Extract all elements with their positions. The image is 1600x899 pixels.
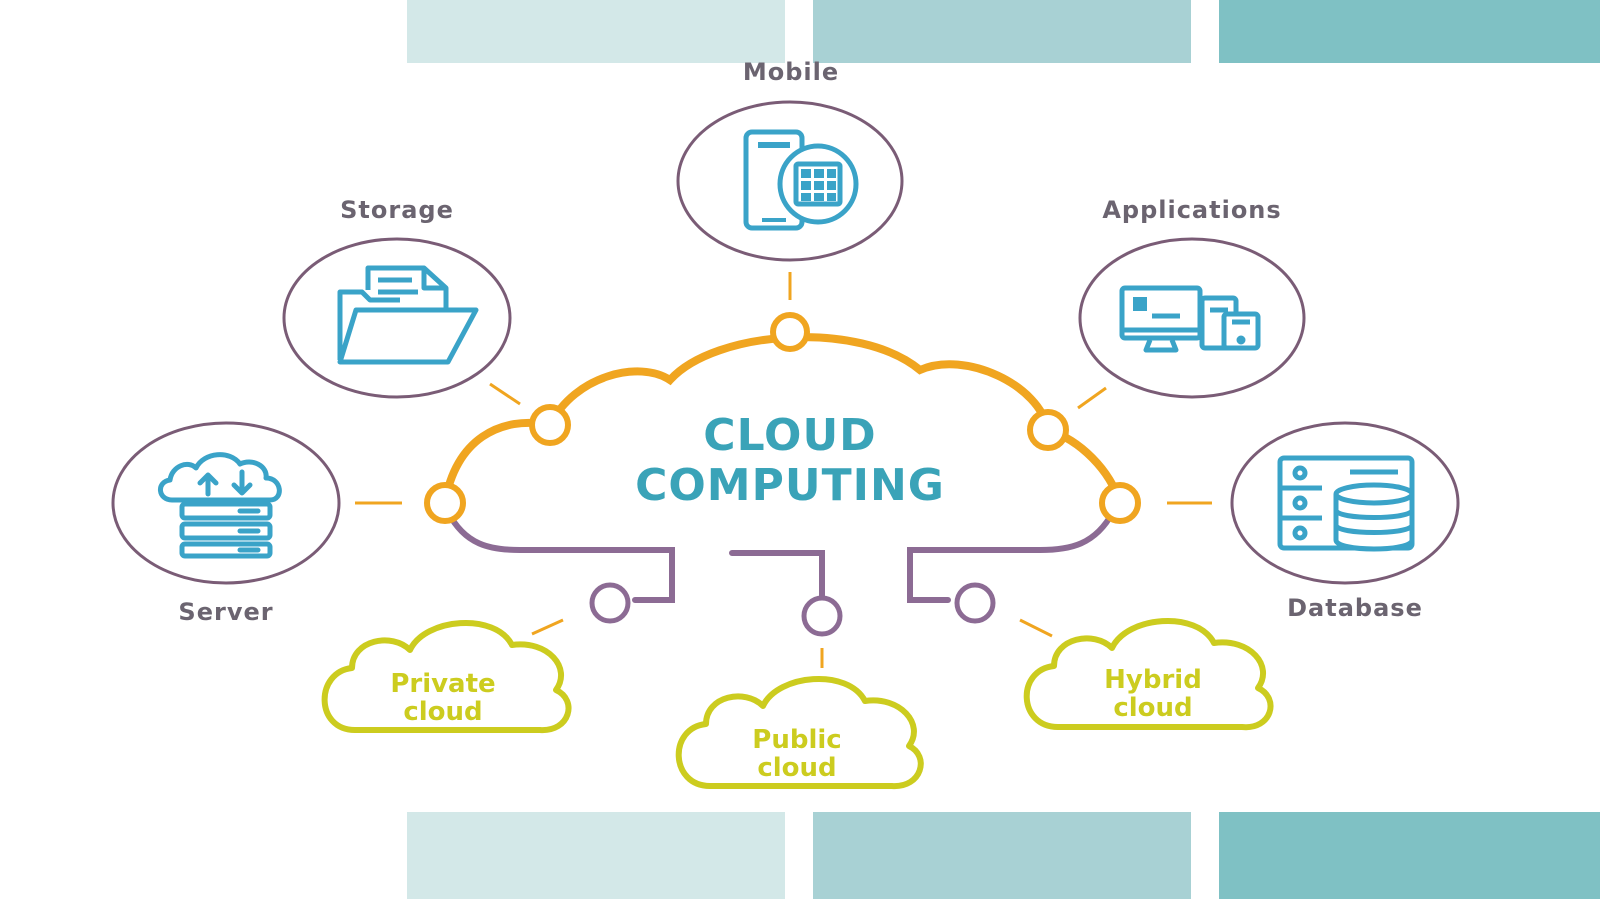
bottom-band-light — [407, 812, 785, 899]
top-band-dark — [1219, 0, 1600, 63]
tick-hybrid — [1019, 618, 1053, 638]
top-band-mid — [813, 0, 1191, 63]
folder-documents-icon — [337, 265, 479, 365]
database-icon — [1277, 455, 1415, 552]
top-band-light — [407, 0, 785, 63]
port-private — [589, 582, 631, 624]
node-label-database: Database — [1287, 594, 1423, 622]
connector-hybrid — [907, 509, 1116, 603]
cloud-type-hybrid: Hybrid cloud — [1104, 666, 1202, 722]
cloud-type-hybrid-line1: Hybrid — [1104, 665, 1202, 695]
cloud-type-private: Private cloud — [390, 670, 495, 726]
connector-public — [729, 550, 825, 601]
cloud-type-shapes — [321, 618, 1274, 790]
tick-private — [531, 618, 564, 636]
tick-applications — [1077, 386, 1107, 410]
node-ring-applications — [1078, 237, 1306, 399]
cloud-type-public-line2: cloud — [757, 753, 837, 783]
cloud-shape-hybrid — [1023, 618, 1274, 731]
desktop-devices-icon — [1119, 285, 1261, 353]
port-storage — [529, 404, 571, 446]
port-applications — [1027, 409, 1069, 451]
cloud-type-ticks — [531, 618, 1053, 668]
mobile-chip-icon — [743, 129, 859, 231]
port-public — [801, 595, 843, 637]
cloud-type-private-line2: cloud — [403, 697, 483, 727]
node-label-storage: Storage — [340, 196, 454, 224]
port-hybrid — [954, 582, 996, 624]
port-mobile — [770, 312, 810, 352]
port-server — [424, 482, 466, 524]
port-database — [1099, 482, 1141, 524]
cloud-type-private-line1: Private — [390, 669, 496, 699]
cloud-shape-public — [675, 676, 924, 790]
cloud-server-icon — [158, 452, 282, 559]
bottom-band-mid — [813, 812, 1191, 899]
cloud-type-connectors — [445, 509, 1116, 603]
node-label-server: Server — [178, 598, 274, 626]
cloud-ports — [424, 312, 1141, 524]
bottom-band-dark — [1219, 812, 1600, 899]
cloud-type-public: Public cloud — [752, 726, 841, 782]
cloud-shape-private — [321, 620, 572, 734]
port-to-node-ticks — [355, 272, 1212, 505]
cloud-type-public-line1: Public — [752, 725, 842, 755]
diagram-title-line1: CLOUD — [703, 410, 877, 461]
tick-storage — [489, 382, 521, 406]
node-label-applications: Applications — [1102, 196, 1282, 224]
connector-private — [445, 509, 675, 603]
diagram-title-line2: COMPUTING — [635, 460, 945, 511]
cloud-type-ports — [589, 582, 996, 637]
node-label-mobile: Mobile — [742, 58, 840, 86]
cloud-type-hybrid-line2: cloud — [1113, 693, 1193, 723]
